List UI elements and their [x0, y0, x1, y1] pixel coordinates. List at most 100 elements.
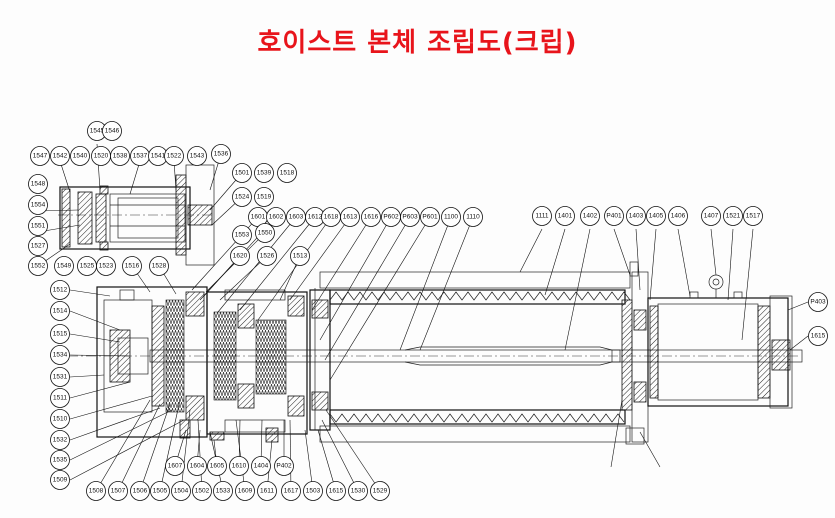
part-number-label: P603 — [402, 214, 418, 221]
part-callout: 1530 — [348, 481, 368, 501]
callout-circle — [743, 206, 763, 226]
part-callout: 1536 — [211, 144, 231, 164]
part-callout: 1517 — [743, 206, 763, 226]
part-callout: 1607 — [165, 456, 185, 476]
part-callout: 1405 — [646, 206, 666, 226]
callout-circle — [50, 367, 70, 387]
part-number-label: 1618 — [324, 214, 339, 221]
callout-circle — [266, 207, 286, 227]
part-number-label: P601 — [422, 214, 438, 221]
part-callout: 1531 — [50, 367, 70, 387]
part-callout: 1537 — [130, 146, 150, 166]
part-callout: 1542 — [50, 146, 70, 166]
part-number-label: 1539 — [257, 170, 272, 177]
part-callout: 1522 — [164, 146, 184, 166]
part-callout: 1534 — [50, 345, 70, 365]
part-number-label: 1533 — [216, 488, 231, 495]
part-number-label: 1515 — [53, 331, 68, 338]
part-number-label: 1609 — [238, 488, 253, 495]
part-number-label: P602 — [383, 214, 399, 221]
callout-circle — [232, 187, 252, 207]
part-number-label: 1404 — [254, 463, 269, 470]
part-number-label: 1612 — [308, 214, 323, 221]
callout-circle — [110, 146, 130, 166]
part-number-label: 1528 — [152, 263, 167, 270]
part-number-label: 1601 — [251, 214, 266, 221]
callout-circle — [255, 223, 275, 243]
callout-circle — [251, 456, 271, 476]
part-number-label: 1603 — [289, 214, 304, 221]
callout-circle — [211, 144, 231, 164]
part-callout: 1540 — [70, 146, 90, 166]
part-number-label: 1553 — [235, 232, 250, 239]
callout-circle — [192, 481, 212, 501]
part-number-label: 1549 — [57, 263, 72, 270]
part-callout: 1528 — [149, 256, 169, 276]
part-number-label: 1505 — [153, 488, 168, 495]
part-callout: 1511 — [50, 388, 70, 408]
part-number-label: 1524 — [235, 194, 250, 201]
callout-circle — [646, 206, 666, 226]
part-number-label: 1509 — [53, 477, 68, 484]
callout-circle — [580, 206, 600, 226]
part-number-label: 1514 — [53, 308, 68, 315]
part-number-label: 1552 — [31, 263, 46, 270]
part-callout: 1503 — [303, 481, 323, 501]
part-number-label: 1527 — [31, 243, 46, 250]
part-callout: 1513 — [290, 246, 310, 266]
part-number-label: 1529 — [373, 488, 388, 495]
callout-circle — [164, 146, 184, 166]
callout-circle — [290, 246, 310, 266]
callout-circle — [187, 146, 207, 166]
part-callout: 1617 — [281, 481, 301, 501]
part-number-label: P401 — [606, 213, 622, 220]
part-number-label: 1548 — [31, 181, 46, 188]
callout-circle — [50, 430, 70, 450]
part-callout: 1510 — [50, 409, 70, 429]
part-callout: 1514 — [50, 301, 70, 321]
part-callout: 1549 — [54, 256, 74, 276]
part-number-label: 1604 — [190, 463, 205, 470]
part-callout: P602 — [381, 207, 401, 227]
part-callout: 1610 — [229, 456, 249, 476]
callout-circle — [463, 207, 483, 227]
part-number-label: 1620 — [233, 253, 248, 260]
part-callout: 1515 — [50, 324, 70, 344]
part-callout: 1547 — [30, 146, 50, 166]
callout-circle — [50, 409, 70, 429]
callout-circle — [149, 256, 169, 276]
callout-circle — [187, 456, 207, 476]
part-number-label: 1506 — [133, 488, 148, 495]
callout-circle — [532, 206, 552, 226]
callout-circle — [555, 206, 575, 226]
part-callout: 1602 — [266, 207, 286, 227]
part-callout: 1502 — [192, 481, 212, 501]
part-callout: 1546 — [102, 121, 122, 141]
part-number-label: 1508 — [89, 488, 104, 495]
part-number-label: 1517 — [746, 213, 761, 220]
part-callout: 1551 — [28, 216, 48, 236]
callout-circle — [102, 121, 122, 141]
part-number-label: 1402 — [583, 213, 598, 220]
part-number-label: 1611 — [260, 488, 274, 495]
part-number-label: 1536 — [214, 151, 229, 158]
callout-circle — [668, 206, 688, 226]
part-callout: 1526 — [257, 246, 277, 266]
part-number-label: 1504 — [174, 488, 189, 495]
part-number-label: 1519 — [257, 194, 272, 201]
callout-circle — [808, 292, 828, 312]
callout-circle — [254, 163, 274, 183]
part-callout: 1538 — [110, 146, 130, 166]
part-number-label: 1503 — [306, 488, 321, 495]
callout-circle — [28, 256, 48, 276]
callout-circle — [50, 280, 70, 300]
part-number-label: 1547 — [33, 153, 48, 160]
callout-circle — [281, 481, 301, 501]
part-number-label: 1502 — [195, 488, 210, 495]
part-callout: 1545 — [87, 121, 107, 141]
part-callout: 1615 — [326, 481, 346, 501]
part-number-label: 1523 — [99, 263, 114, 270]
callout-circle — [361, 207, 381, 227]
callout-circle — [28, 174, 48, 194]
